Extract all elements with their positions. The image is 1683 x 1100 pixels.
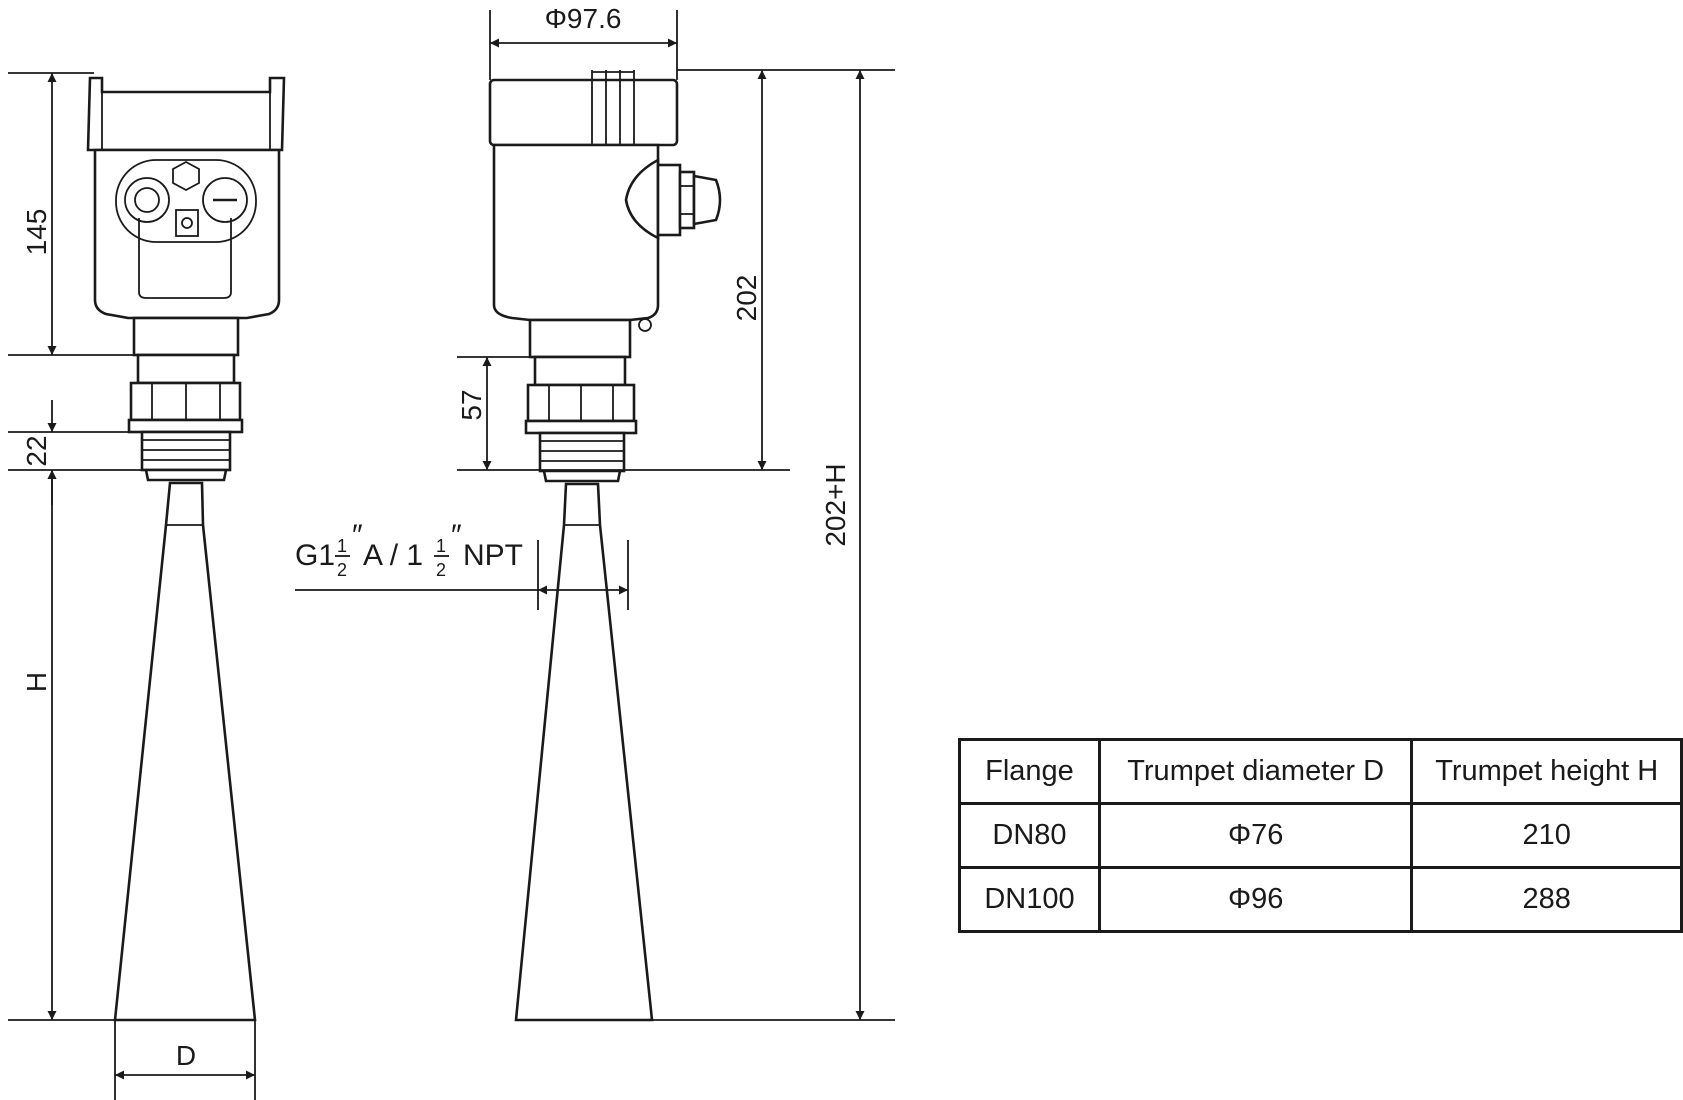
header-trumpet-height: Trumpet height H: [1410, 738, 1683, 805]
cell-height: 288: [1410, 866, 1683, 933]
svg-text:″: ″: [451, 519, 462, 552]
thread-frac-den-1: 2: [337, 560, 347, 580]
table-row: DN80 Φ76 210: [958, 802, 1683, 869]
header-flange: Flange: [958, 738, 1101, 805]
dim-height-202: 202: [731, 275, 762, 322]
table-header-row: Flange Trumpet diameter D Trumpet height…: [958, 738, 1683, 805]
cell-height: 210: [1410, 802, 1683, 869]
dim-height-h: H: [21, 672, 52, 692]
svg-text:″: ″: [352, 519, 363, 552]
cell-diameter: Φ76: [1097, 802, 1414, 869]
thread-frac-den-2: 2: [436, 560, 446, 580]
dimension-lines: [8, 10, 895, 1100]
dim-height-22: 22: [21, 435, 52, 466]
thread-suffix: NPT: [463, 539, 523, 572]
thread-callout: G1 1 2 ″ A / 1 1 2 ″ NPT: [295, 519, 523, 580]
dim-horn-diameter: D: [176, 1040, 196, 1071]
table-row: DN100 Φ96 288: [958, 866, 1683, 933]
trumpet-spec-table: Flange Trumpet diameter D Trumpet height…: [958, 738, 1683, 933]
thread-prefix: G1: [295, 539, 335, 572]
side-view: [488, 70, 722, 1022]
front-view: [86, 76, 286, 1022]
cell-diameter: Φ96: [1097, 866, 1414, 933]
dim-height-57: 57: [456, 389, 487, 420]
header-trumpet-diameter: Trumpet diameter D: [1097, 738, 1414, 805]
dim-total-height: 202+H: [820, 463, 851, 546]
thread-frac-num-2: 1: [436, 536, 446, 556]
thread-mid: A / 1: [363, 539, 423, 572]
cell-flange: DN80: [958, 802, 1101, 869]
cell-flange: DN100: [958, 866, 1101, 933]
thread-frac-num-1: 1: [337, 536, 347, 556]
dim-top-diameter: Φ97.6: [545, 3, 622, 34]
dim-height-145: 145: [21, 209, 52, 256]
